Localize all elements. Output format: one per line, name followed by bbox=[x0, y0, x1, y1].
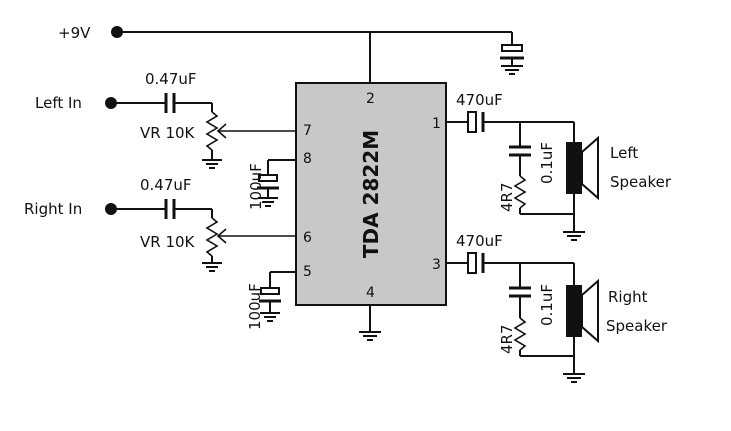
right-zobel-cap-value: 0.1uF bbox=[538, 284, 556, 326]
left-speaker-icon bbox=[566, 142, 582, 194]
supply-capacitor bbox=[501, 44, 523, 52]
ic-tda2822m: TDA 2822M 2 4 7 8 6 5 1 3 bbox=[295, 82, 447, 306]
ground-icon bbox=[359, 331, 381, 341]
pin-4-label: 4 bbox=[366, 285, 375, 301]
right-input-stage: Right In 0.47uF VR 10K bbox=[24, 176, 296, 272]
right-zobel-resistor bbox=[513, 317, 527, 351]
left-speaker-label-1: Left bbox=[610, 144, 638, 162]
ground-icon bbox=[501, 65, 523, 75]
pin-5-label: 5 bbox=[303, 264, 312, 280]
supply-label: +9V bbox=[58, 24, 91, 42]
pin-8-label: 8 bbox=[303, 151, 312, 167]
ic-label: TDA 2822M bbox=[359, 130, 383, 258]
supply-rail: +9V bbox=[58, 24, 524, 83]
left-input-cap-value: 0.47uF bbox=[145, 70, 197, 88]
ground-icon bbox=[258, 197, 278, 207]
left-volume-pot bbox=[205, 111, 219, 151]
left-zobel-resistor bbox=[513, 175, 527, 209]
right-speaker-label-1: Right bbox=[608, 288, 648, 306]
ground-icon bbox=[563, 231, 585, 241]
left-input-stage: Left In 0.47uF VR 10K bbox=[35, 70, 296, 169]
right-output-cap-value: 470uF bbox=[456, 232, 503, 250]
right-in-label: Right In bbox=[24, 200, 82, 218]
pin-1-label: 1 bbox=[432, 116, 441, 132]
left-pot-value: VR 10K bbox=[140, 124, 196, 142]
right-speaker-icon bbox=[566, 285, 582, 337]
left-pot-wiper-arrow bbox=[216, 123, 227, 139]
ground-icon bbox=[563, 373, 585, 383]
ground-icon bbox=[260, 312, 280, 322]
left-speaker-label-2: Speaker bbox=[610, 173, 672, 191]
left-zobel-cap-value: 0.1uF bbox=[538, 142, 556, 184]
pin-6-label: 6 bbox=[303, 230, 312, 246]
right-output-stage: 470uF 0.1uF 4R7 Right Speaker bbox=[446, 232, 668, 383]
left-output-capacitor bbox=[467, 111, 477, 133]
pin5-cap-value: 100uF bbox=[246, 283, 264, 330]
pin8-decoupling: 100uF bbox=[247, 159, 296, 210]
ground-icon bbox=[202, 262, 222, 272]
right-zobel-res-value: 4R7 bbox=[498, 324, 516, 354]
pin8-capacitor bbox=[258, 174, 278, 182]
left-in-label: Left In bbox=[35, 94, 82, 112]
right-speaker-label-2: Speaker bbox=[606, 317, 668, 335]
pin8-cap-value: 100uF bbox=[247, 163, 265, 210]
pin5-decoupling: 100uF bbox=[246, 271, 296, 330]
left-zobel-res-value: 4R7 bbox=[498, 182, 516, 212]
right-input-cap-value: 0.47uF bbox=[140, 176, 192, 194]
pin-7-label: 7 bbox=[303, 123, 312, 139]
left-output-stage: 470uF 0.1uF 4R7 Left Speaker bbox=[446, 91, 672, 241]
right-output-capacitor bbox=[467, 252, 477, 274]
right-pot-value: VR 10K bbox=[140, 233, 196, 251]
pin5-capacitor bbox=[260, 287, 280, 295]
left-output-cap-value: 470uF bbox=[456, 91, 503, 109]
ground-icon bbox=[202, 159, 222, 169]
pin-3-label: 3 bbox=[432, 257, 441, 273]
pin-2-label: 2 bbox=[366, 91, 375, 107]
right-volume-pot bbox=[205, 217, 219, 257]
right-pot-wiper-arrow bbox=[216, 228, 227, 244]
